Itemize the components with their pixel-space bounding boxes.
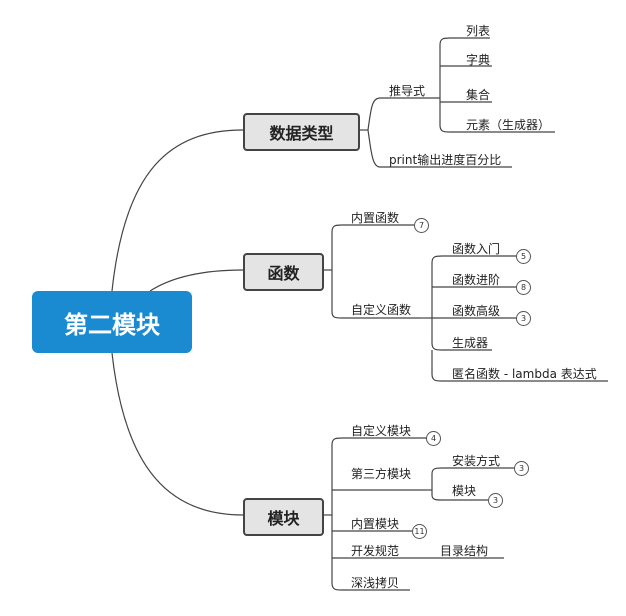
node-module[interactable]: 模块 — [452, 484, 477, 498]
node-custom-functions[interactable]: 自定义函数 — [351, 303, 412, 317]
count-badge: 8 — [516, 280, 531, 295]
node-comprehension[interactable]: 推导式 — [389, 84, 426, 98]
topic-functions[interactable]: 函数 — [243, 253, 324, 291]
count-badge: 11 — [412, 524, 427, 539]
link-custom-funcs — [331, 270, 420, 319]
count-badge: 5 — [516, 249, 531, 264]
node-custom-module[interactable]: 自定义模块 — [351, 424, 412, 438]
count-badge: 3 — [514, 461, 529, 476]
node-generator-element[interactable]: 元素（生成器） — [466, 118, 551, 132]
link-comprehension — [367, 97, 440, 131]
root-topic[interactable]: 第二模块 — [32, 291, 192, 353]
link-builtin-funcs — [331, 224, 414, 270]
link-custom-module — [331, 437, 426, 515]
node-builtin-module[interactable]: 内置模块 — [351, 517, 400, 531]
node-lambda[interactable]: 匿名函数 - lambda 表达式 — [452, 367, 597, 381]
count-badge: 7 — [414, 218, 429, 233]
link-root-modules — [111, 352, 244, 516]
topic-modules[interactable]: 模块 — [243, 498, 324, 536]
link-copy — [331, 515, 410, 591]
node-builtin-functions[interactable]: 内置函数 — [351, 211, 400, 225]
node-third-party-module[interactable]: 第三方模块 — [351, 467, 412, 481]
node-generator[interactable]: 生成器 — [452, 336, 489, 350]
node-install-method[interactable]: 安装方式 — [452, 454, 501, 468]
node-deep-shallow-copy[interactable]: 深浅拷贝 — [351, 576, 400, 590]
count-badge: 3 — [516, 311, 531, 326]
node-function-intro[interactable]: 函数入门 — [452, 242, 501, 256]
node-dev-standard[interactable]: 开发规范 — [351, 544, 400, 558]
node-directory-structure[interactable]: 目录结构 — [440, 544, 489, 558]
count-badge: 4 — [426, 431, 441, 446]
node-function-advanced[interactable]: 函数进阶 — [452, 273, 501, 287]
node-print-progress[interactable]: print输出进度百分比 — [389, 153, 502, 167]
node-list[interactable]: 列表 — [466, 24, 491, 38]
node-set[interactable]: 集合 — [466, 88, 491, 102]
count-badge: 3 — [488, 493, 503, 508]
node-dict[interactable]: 字典 — [466, 53, 491, 67]
topic-datatypes[interactable]: 数据类型 — [243, 113, 360, 151]
link-root-functions — [149, 269, 244, 292]
node-function-expert[interactable]: 函数高级 — [452, 304, 501, 318]
link-print-progress — [367, 129, 512, 168]
link-root-datatypes — [111, 129, 244, 292]
